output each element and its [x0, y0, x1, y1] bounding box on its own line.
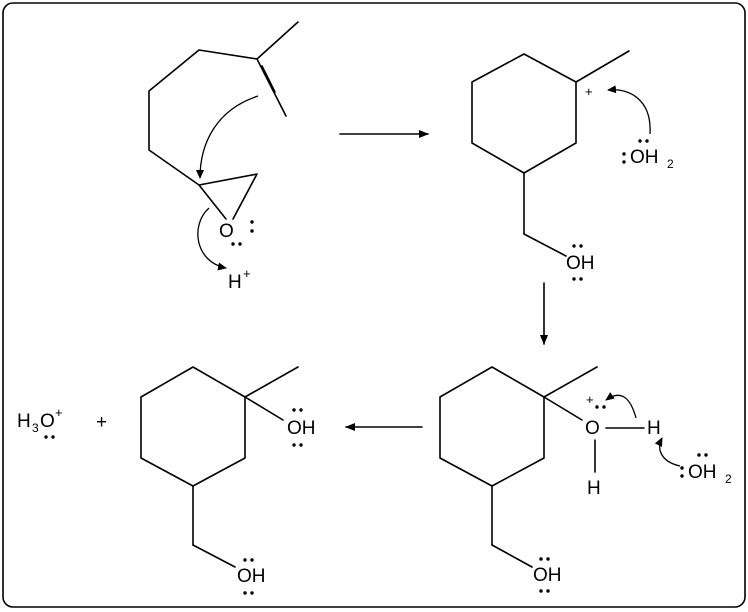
epoxide-oxygen: O	[219, 221, 234, 242]
oxonium-charge: +	[586, 392, 594, 407]
hydroxyl-label-step2: OH	[566, 253, 595, 274]
hydronium-h: H	[17, 411, 31, 432]
oxonium-intermediate: O + H H OH 2 OH	[439, 366, 732, 593]
proton-label: H	[228, 272, 242, 293]
reactant-epoxide-alkene: O H +	[148, 21, 299, 293]
proton-charge: +	[243, 266, 251, 281]
oxonium-hydrogen-down: H	[587, 478, 601, 499]
product-ring-hydroxyl: OH	[287, 418, 316, 439]
deprotonation-arrow-bond	[605, 392, 637, 419]
water-1-label: OH	[630, 147, 659, 168]
hydronium-o: O	[40, 411, 55, 432]
hydronium-ion: H 3 O +	[17, 405, 63, 439]
carbocation-intermediate: + OH 2 OH	[471, 50, 674, 281]
hydronium-subscript: 3	[32, 421, 39, 435]
oxonium-hydrogen-right: H	[647, 418, 661, 439]
diol-product: OH OH	[140, 366, 316, 595]
alkene-attack-arrow	[196, 95, 259, 179]
water-2-subscript: 2	[725, 472, 732, 486]
water-2-label: OH	[688, 462, 717, 483]
deprotonation-arrow-water	[654, 437, 681, 467]
oxonium-oxygen: O	[585, 418, 600, 439]
water-1-subscript: 2	[667, 157, 674, 171]
hydroxyl-label-step3: OH	[533, 565, 562, 586]
hydronium-charge: +	[55, 405, 63, 420]
plus-sign: +	[96, 412, 107, 433]
water-attack-arrow	[607, 85, 651, 135]
carbocation-charge: +	[585, 84, 593, 99]
product-chain-hydroxyl: OH	[237, 566, 266, 587]
oxygen-protonation-arrow	[197, 207, 227, 271]
